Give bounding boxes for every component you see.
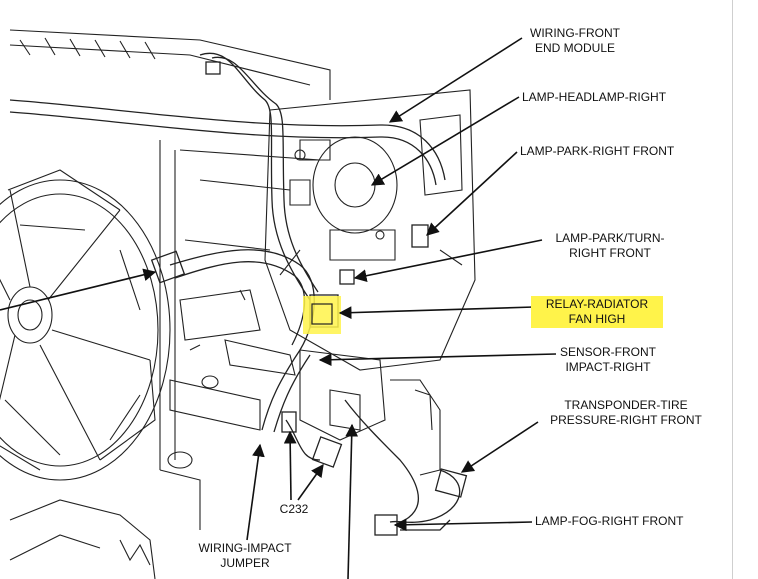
label-line: TRANSPONDER-TIRE (564, 398, 688, 412)
label-line: RELAY-RADIATOR (545, 297, 649, 311)
label-line: LAMP-HEADLAMP-RIGHT (522, 90, 667, 104)
label-wiring-front-end-module: WIRING-FRONT END MODULE (520, 26, 630, 56)
label-sensor-front-impact-right: SENSOR-FRONT IMPACT-RIGHT (552, 345, 664, 375)
relay-highlight (303, 296, 341, 334)
leader-lines (0, 37, 557, 579)
label-lamp-headlamp-right: LAMP-HEADLAMP-RIGHT (522, 90, 666, 105)
frame-edge (732, 0, 758, 579)
label-line: WIRING-IMPACT (198, 541, 292, 555)
label-lamp-park-turn-right-front: LAMP-PARK/TURN- RIGHT FRONT (540, 231, 680, 261)
label-line: C232 (279, 502, 309, 516)
radiator-fan (0, 169, 171, 481)
label-line: IMPACT-RIGHT (565, 360, 651, 374)
label-line: LAMP-PARK-RIGHT FRONT (520, 144, 675, 158)
label-line: LAMP-PARK/TURN- (555, 231, 665, 245)
label-line: WIRING-FRONT (530, 26, 620, 40)
label-line: SENSOR-FRONT (560, 345, 656, 359)
label-relay-radiator-fan-high: RELAY-RADIATOR FAN HIGH (531, 296, 663, 328)
label-line: END MODULE (534, 41, 615, 55)
label-lamp-park-right-front: LAMP-PARK-RIGHT FRONT (520, 144, 674, 159)
label-line: JUMPER (220, 556, 270, 570)
label-line: FAN HIGH (568, 312, 626, 326)
label-line: RIGHT FRONT (569, 246, 651, 260)
label-line: PRESSURE-RIGHT FRONT (550, 413, 702, 427)
label-line: LAMP-FOG-RIGHT FRONT (535, 514, 684, 528)
radiator-support (9, 29, 331, 579)
label-c232: C232 (276, 502, 312, 517)
label-wiring-impact-jumper: WIRING-IMPACT JUMPER (190, 541, 300, 571)
label-lamp-fog-right-front: LAMP-FOG-RIGHT FRONT (535, 514, 683, 529)
headlamp-housing (264, 89, 476, 371)
label-transponder-tire-pressure: TRANSPONDER-TIRE PRESSURE-RIGHT FRONT (540, 398, 712, 428)
